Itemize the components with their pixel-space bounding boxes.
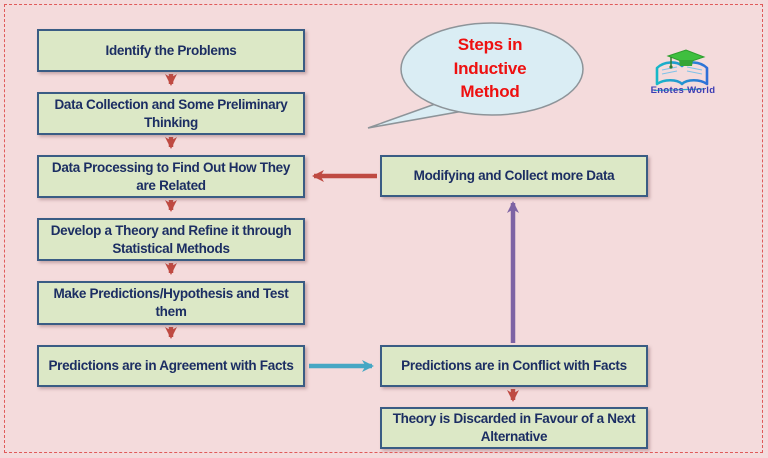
flow-box-predictions-agreement: Predictions are in Agreement with Facts	[37, 345, 305, 387]
title-line-1: Steps in	[457, 35, 523, 54]
flow-box-make-predictions: Make Predictions/Hypothesis and Test the…	[37, 281, 305, 325]
flow-box-data-processing: Data Processing to Find Out How They are…	[37, 155, 305, 198]
flow-box-predictions-conflict: Predictions are in Conflict with Facts	[380, 345, 648, 387]
flow-box-theory-discarded: Theory is Discarded in Favour of a Next …	[380, 407, 648, 449]
flow-box-data-collection: Data Collection and Some Preliminary Thi…	[37, 92, 305, 135]
title-line-3: Method	[460, 82, 520, 101]
flow-box-modifying-data: Modifying and Collect more Data	[380, 155, 648, 197]
flow-box-identify-problems: Identify the Problems	[37, 29, 305, 72]
flow-box-develop-theory: Develop a Theory and Refine it through S…	[37, 218, 305, 261]
brand-name: Enotes World	[650, 85, 716, 96]
graduation-cap-icon	[666, 49, 706, 69]
title-bubble-text: Steps in Inductive Method	[400, 33, 580, 104]
title-line-2: Inductive	[453, 58, 527, 78]
